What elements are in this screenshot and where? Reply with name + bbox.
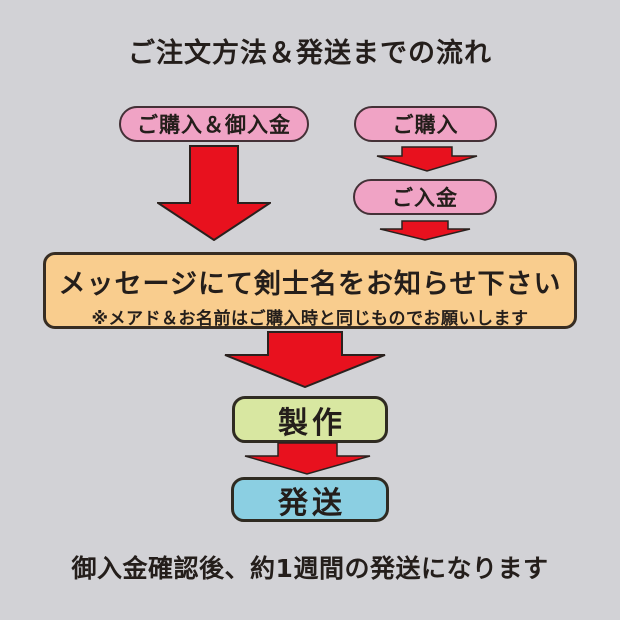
down-arrow-icon [224,331,386,388]
page-title: ご注文方法＆発送までの流れ [128,38,492,69]
down-arrow-icon [379,220,471,241]
step-box-shipping: 発送 [231,477,389,522]
step-pill-label: ご購入＆御入金 [137,113,291,137]
step-pill-purchase: ご購入 [354,106,497,142]
down-arrow-icon [376,146,478,172]
step-pill-label: ご入金 [392,186,458,210]
footer-note: 御入金確認後、約1週間の発送になります [71,554,549,583]
step-box-label: 発送 [278,485,346,521]
step-box-production: 製作 [232,396,388,443]
message-instruction-box: メッセージにて剣士名をお知らせ下さい ※メアド＆お名前はご購入時と同じものでお願… [43,252,577,329]
step-box-label: 製作 [278,405,346,441]
down-arrow-icon [244,442,371,475]
message-instruction-main: メッセージにて剣士名をお知らせ下さい [58,269,562,300]
down-arrow-icon [157,145,271,241]
step-pill-label: ご購入 [392,113,459,137]
step-pill-payment: ご入金 [353,179,497,215]
step-pill-purchase-and-payment: ご購入＆御入金 [119,106,309,142]
message-instruction-note: ※メアド＆お名前はご購入時と同じものでお願いします [91,309,529,329]
